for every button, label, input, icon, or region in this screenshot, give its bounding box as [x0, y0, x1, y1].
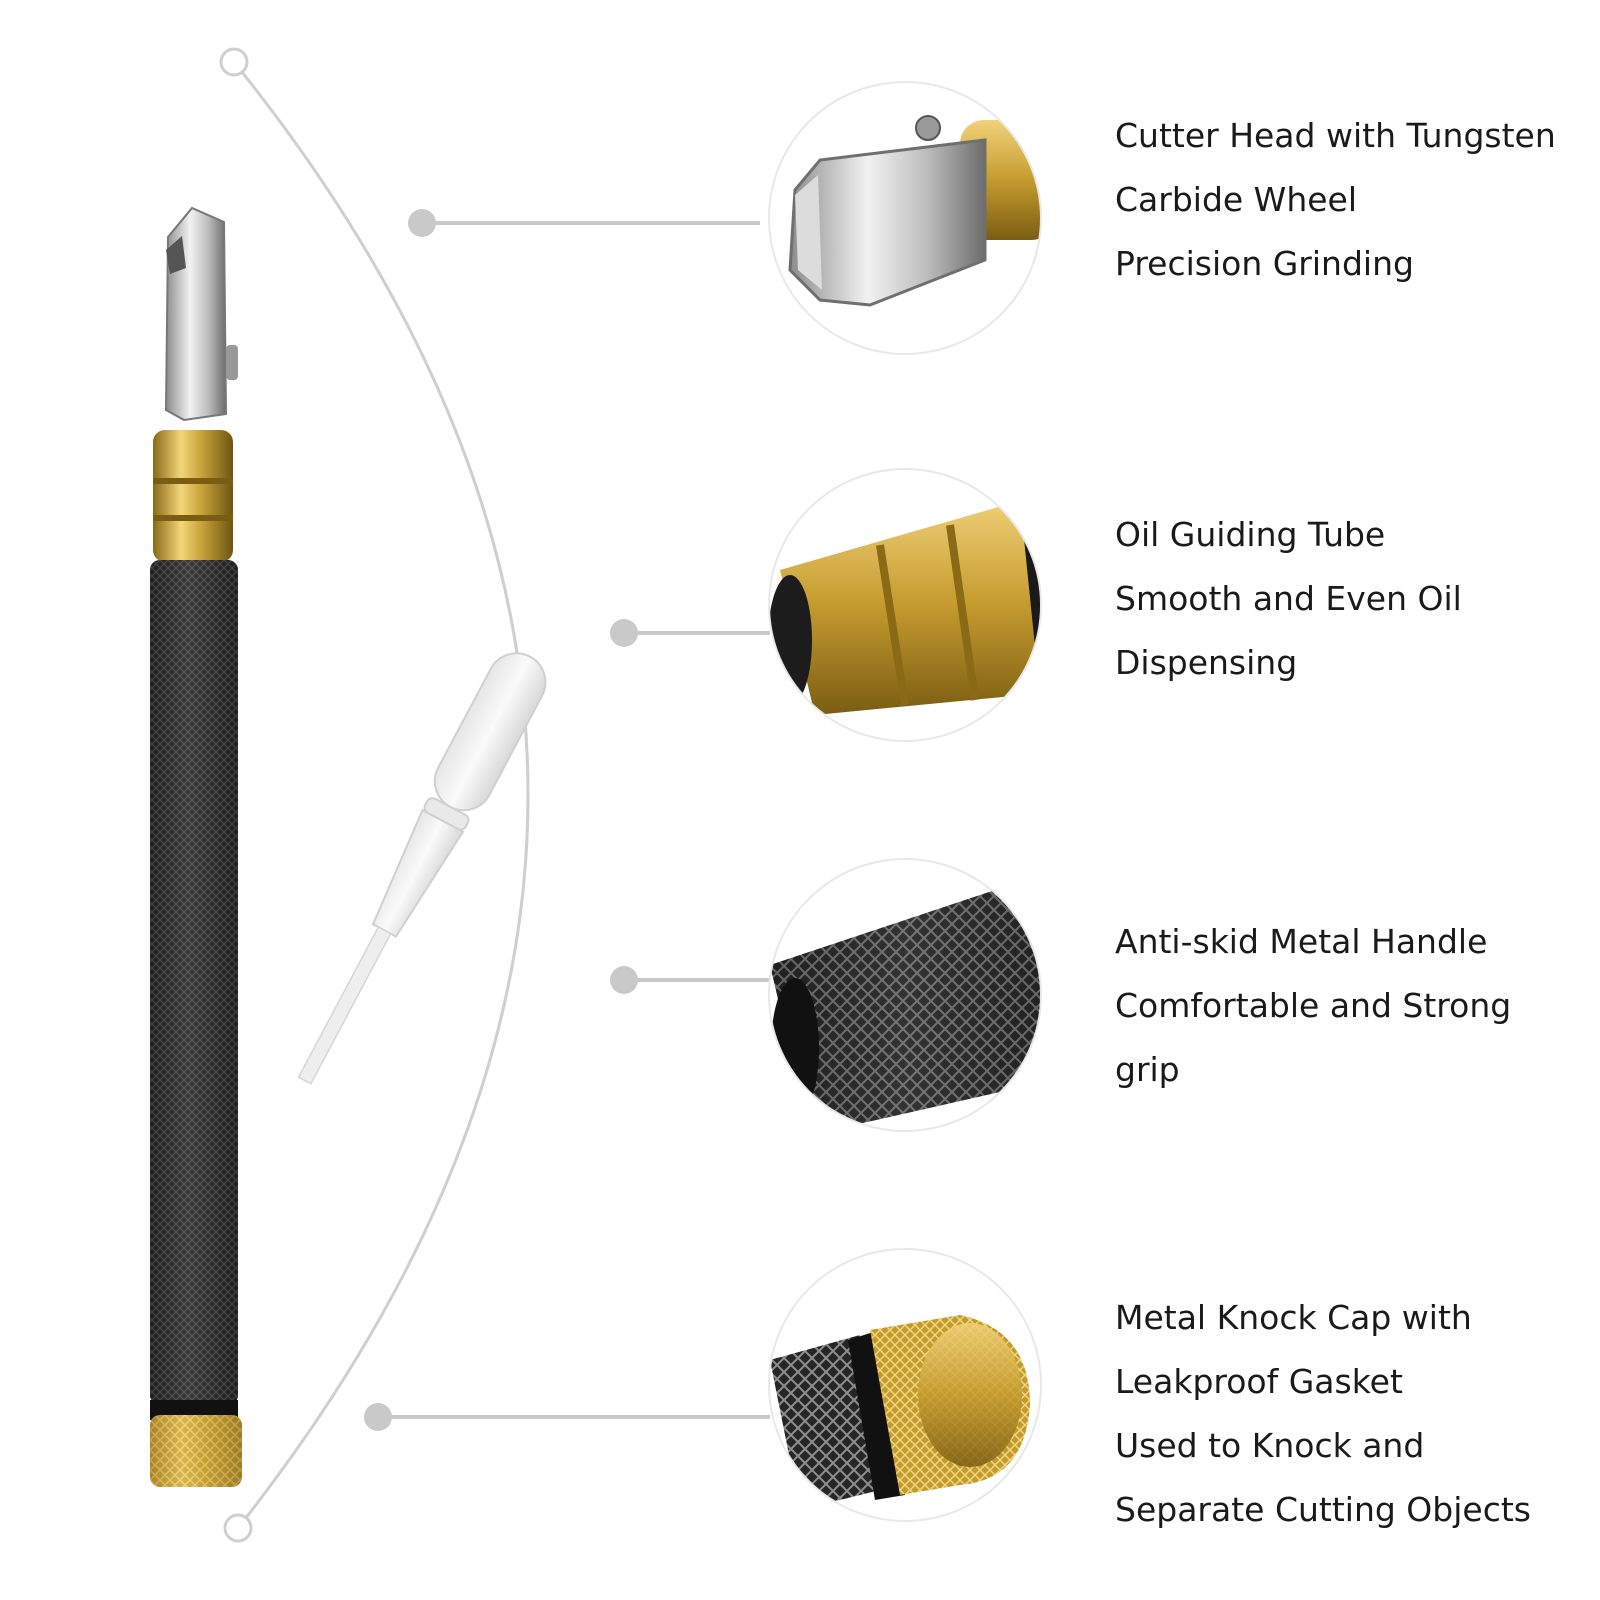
detail-cutter-head: [768, 81, 1042, 355]
glass-cutter-image: [150, 206, 242, 1487]
guide-arc-group: [219, 47, 770, 1543]
detail-knock-cap: [768, 1248, 1042, 1522]
feature-line: Smooth and Even Oil: [1115, 579, 1462, 618]
connector-dot-1: [408, 209, 436, 237]
feature-line: Metal Knock Cap with: [1115, 1298, 1472, 1337]
arc-end-bottom: [223, 1513, 253, 1543]
feature-line: Leakproof Gasket: [1115, 1362, 1403, 1401]
guide-arc: [232, 61, 530, 1529]
feature-line: Anti-skid Metal Handle: [1115, 922, 1488, 961]
feature-line: Oil Guiding Tube: [1115, 515, 1386, 554]
feature-line: Carbide Wheel: [1115, 180, 1358, 219]
feature-line: Separate Cutting Objects: [1115, 1490, 1531, 1529]
feature-line: Cutter Head with Tungsten: [1115, 116, 1556, 155]
connector-dot-3: [610, 966, 638, 994]
feature-line: Used to Knock and: [1115, 1426, 1425, 1465]
feature-cutter-head: Cutter Head with Tungsten Carbide Wheel …: [1115, 104, 1585, 296]
feature-knock-cap: Metal Knock Cap with Leakproof Gasket Us…: [1115, 1286, 1585, 1542]
connector-dot-2: [610, 619, 638, 647]
feature-line: Dispensing: [1115, 643, 1298, 682]
feature-line: Comfortable and Strong: [1115, 986, 1512, 1025]
detail-handle: [768, 858, 1042, 1132]
feature-line: Precision Grinding: [1115, 244, 1414, 283]
detail-oil-tube: [768, 468, 1042, 742]
arc-end-top: [219, 47, 249, 77]
oil-pipette-image: [297, 652, 547, 1085]
feature-oil-tube: Oil Guiding Tube Smooth and Even Oil Dis…: [1115, 503, 1585, 695]
connector-dot-4: [364, 1403, 392, 1431]
feature-handle: Anti-skid Metal Handle Comfortable and S…: [1115, 910, 1585, 1102]
feature-line: grip: [1115, 1050, 1180, 1089]
